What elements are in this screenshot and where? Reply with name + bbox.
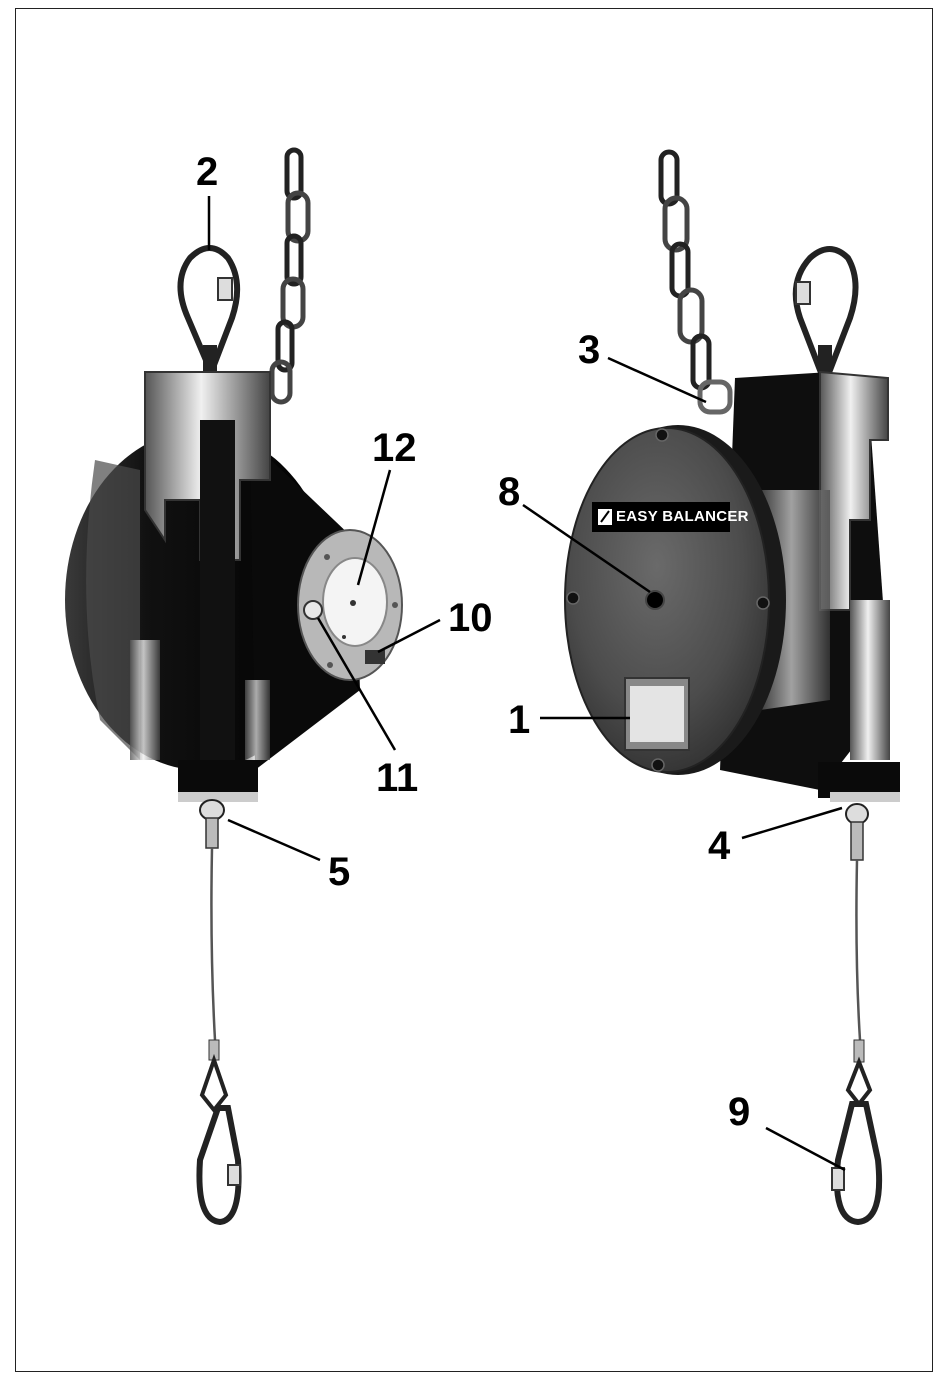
left-side-disc: [298, 530, 402, 680]
leader-4: [742, 808, 842, 838]
left-side-knob: [304, 601, 322, 619]
callout-2: 2: [196, 152, 218, 192]
callout-8: 8: [498, 472, 520, 512]
callout-3: 3: [578, 330, 600, 370]
callout-10: 10: [448, 598, 493, 638]
left-balancer: [65, 150, 402, 1222]
right-bottom-snap-hook: [832, 1040, 879, 1222]
left-suspension-chain: [272, 150, 308, 402]
callout-5: 5: [328, 852, 350, 892]
left-cable-stopper: [200, 800, 224, 848]
leader-5: [228, 820, 320, 860]
left-bottom-snap-hook: [199, 1040, 240, 1222]
right-top-snap-hook: [796, 249, 856, 373]
right-suspension-chain: [661, 152, 730, 412]
left-wire-rope: [211, 848, 215, 1040]
callout-9: 9: [728, 1092, 750, 1132]
right-wire-rope: [856, 860, 860, 1040]
callout-12: 12: [372, 428, 417, 468]
callout-1: 1: [508, 700, 530, 740]
callout-4: 4: [708, 826, 730, 866]
brand-label: EASY BALANCER: [616, 508, 749, 525]
right-balancer: [565, 152, 900, 1222]
right-cable-stopper: [846, 804, 868, 860]
left-top-snap-hook: [180, 248, 237, 373]
left-lock-pin: [365, 650, 385, 664]
left-cable-guide: [178, 760, 258, 796]
leader-9: [766, 1128, 845, 1170]
callout-11: 11: [376, 758, 418, 798]
tension-adjust-screw: [646, 591, 664, 609]
